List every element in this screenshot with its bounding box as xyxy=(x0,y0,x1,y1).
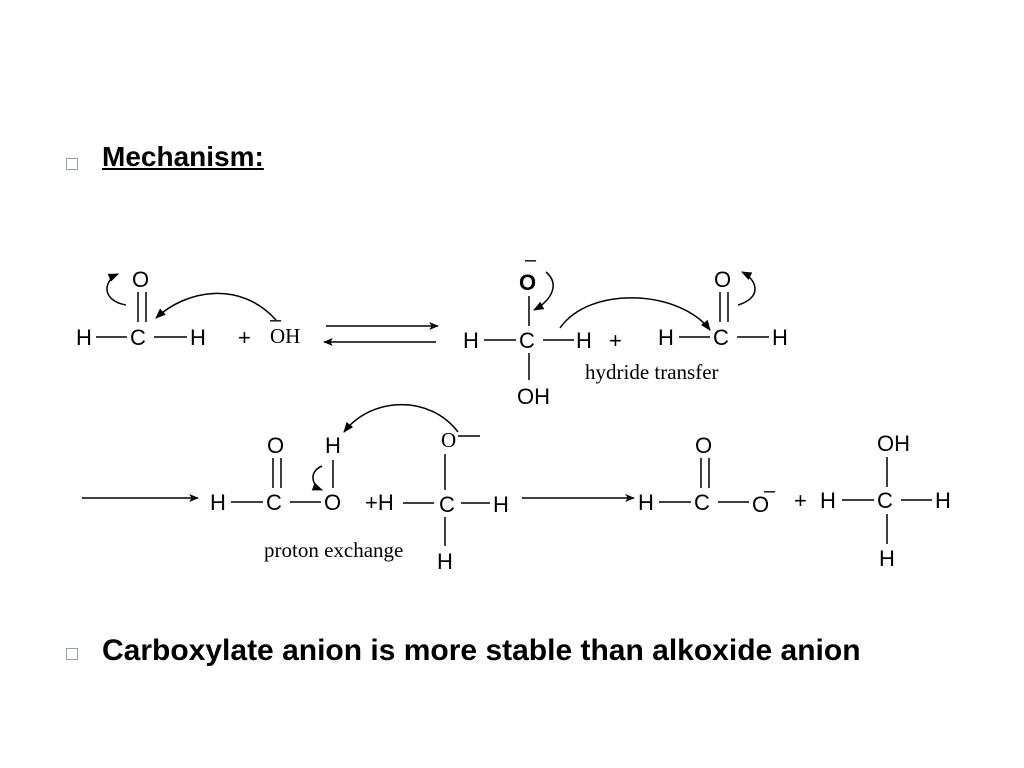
methanol: OH H C H H xyxy=(820,431,951,571)
stability-statement: Carboxylate anion is more stable than al… xyxy=(102,634,861,667)
atom-h: H xyxy=(76,325,92,350)
atom-h: H xyxy=(879,546,895,571)
atom-h: H xyxy=(576,328,592,353)
atom-o: O xyxy=(324,490,341,515)
nucleophilic-attack-arrow xyxy=(155,292,277,321)
atom-h: H xyxy=(493,492,509,517)
formate-anion: O H C O – xyxy=(638,433,776,517)
tetrahedral-intermediate: – O H C H OH xyxy=(463,249,592,409)
atom-c: C xyxy=(439,492,455,517)
proton-transfer-arrow xyxy=(343,404,459,433)
hydride-transfer-arrow xyxy=(559,297,711,331)
hydroxyl-group: OH xyxy=(877,431,910,456)
atom-o: O xyxy=(132,267,149,292)
hydride-transfer-label: hydride transfer xyxy=(585,360,719,384)
atom-h: H xyxy=(463,328,479,353)
atom-h: H xyxy=(935,488,951,513)
formaldehyde-right: O H C H xyxy=(658,267,788,350)
atom-h: H xyxy=(437,549,453,574)
curved-arrow xyxy=(106,273,127,306)
negative-charge: – xyxy=(525,249,537,271)
atom-c: C xyxy=(713,325,729,350)
plus-sign: + xyxy=(609,328,622,353)
atom-o: O xyxy=(752,492,769,517)
atom-o: O xyxy=(714,267,731,292)
atom-c: C xyxy=(130,325,146,350)
atom-o: O xyxy=(441,428,456,452)
atom-h: H xyxy=(190,325,206,350)
atom-o: O xyxy=(267,433,284,458)
proton-exchange-label: proton exchange xyxy=(264,538,403,562)
bullet-icon xyxy=(66,648,78,660)
negative-charge: – xyxy=(764,480,776,502)
curved-arrow xyxy=(311,465,323,491)
methoxide: O C H H xyxy=(343,404,509,574)
curved-arrow xyxy=(533,271,554,311)
plus-hydride: +H xyxy=(365,490,394,515)
atom-c: C xyxy=(877,488,893,513)
atom-h: H xyxy=(210,490,226,515)
atom-h: H xyxy=(658,325,674,350)
atom-o: O xyxy=(519,270,536,295)
curved-arrow xyxy=(737,271,756,306)
formic-acid: O H C O H xyxy=(210,433,341,515)
atom-h: H xyxy=(772,325,788,350)
atom-c: C xyxy=(694,490,710,515)
atom-c: C xyxy=(519,328,535,353)
plus-sign: + xyxy=(238,325,251,350)
hydroxide-ion: OH xyxy=(270,324,300,348)
hydroxyl-group: OH xyxy=(517,384,550,409)
atom-h: H xyxy=(325,433,341,458)
atom-c: C xyxy=(266,490,282,515)
mechanism-heading: Mechanism: xyxy=(102,141,264,172)
plus-sign: + xyxy=(794,488,807,513)
atom-o: O xyxy=(695,433,712,458)
formaldehyde-left: O H C H xyxy=(76,267,206,350)
bullet-icon xyxy=(66,158,78,170)
atom-h: H xyxy=(820,488,836,513)
atom-h: H xyxy=(638,490,654,515)
